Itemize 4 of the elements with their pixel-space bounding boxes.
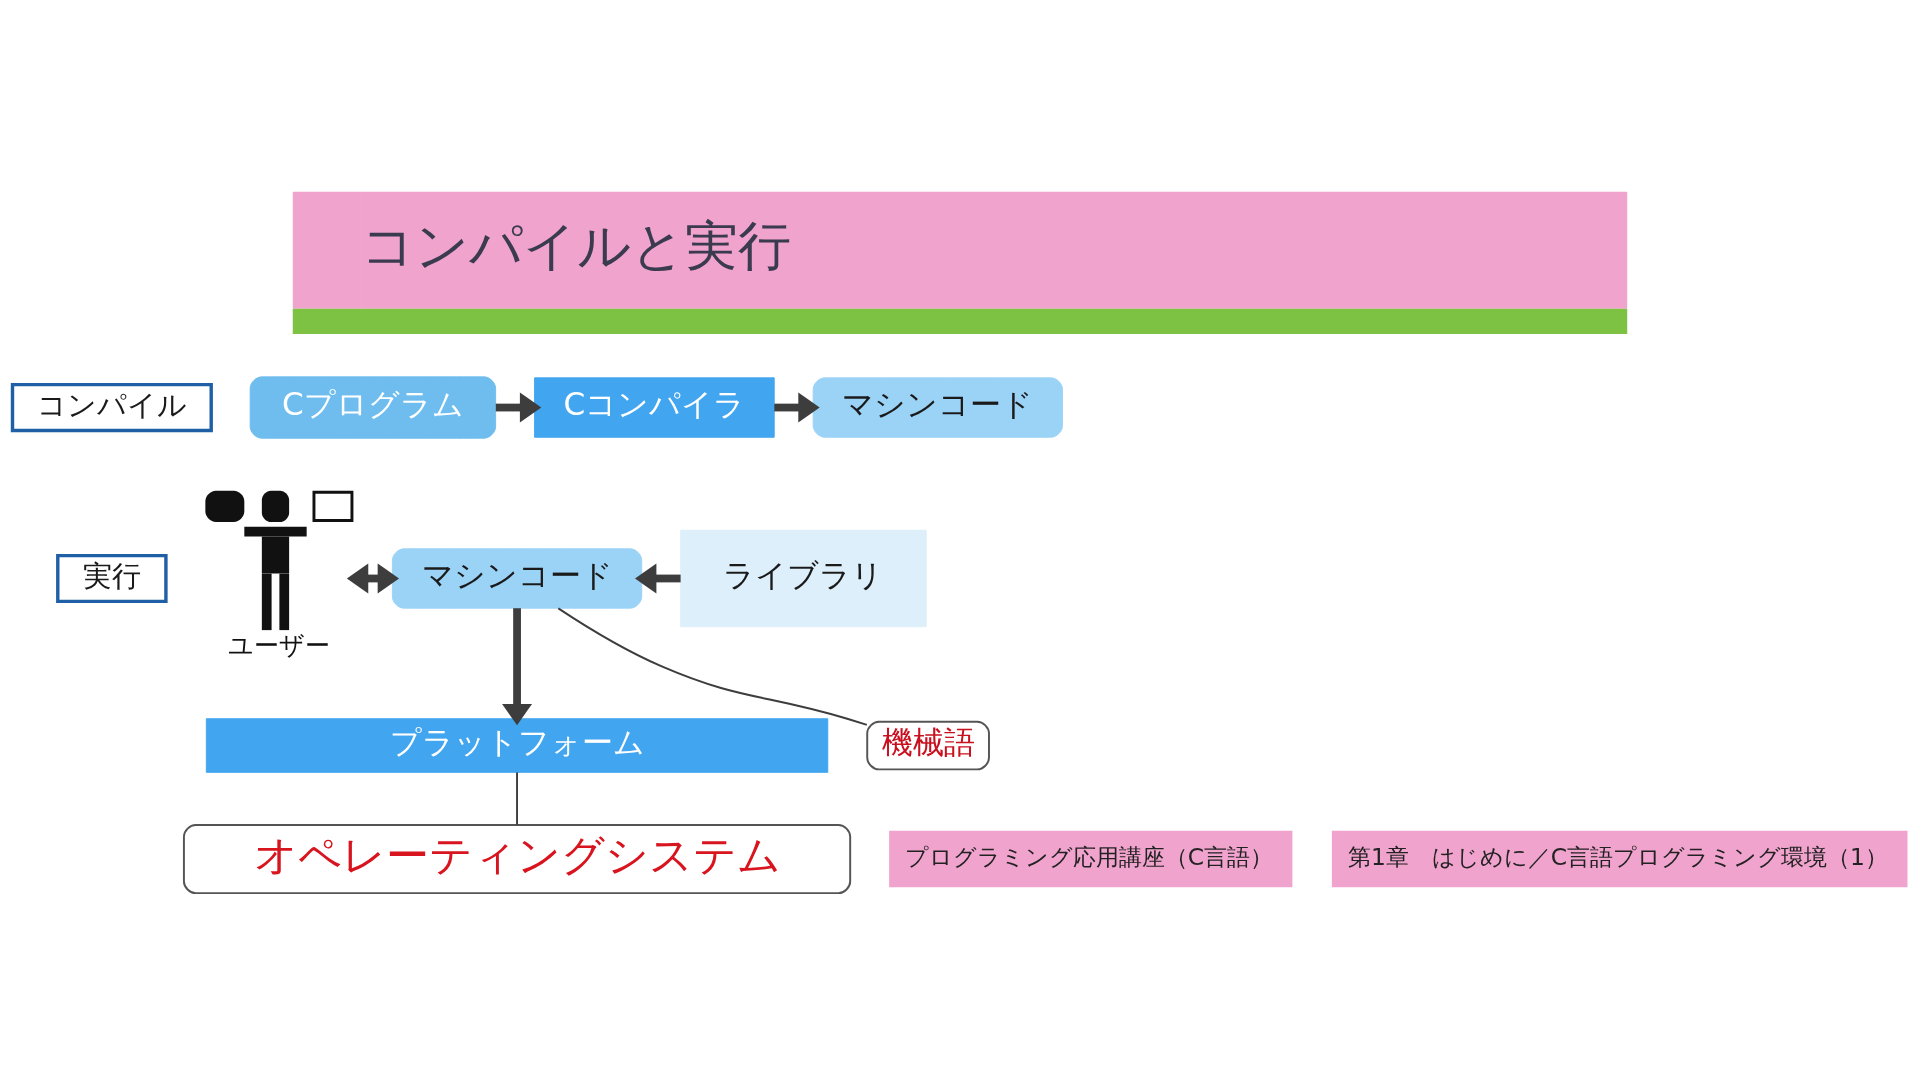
diagram-title: コンパイルと実行 bbox=[360, 214, 791, 276]
label: プログラミング応用講座（C言語） bbox=[904, 842, 1274, 871]
label: 第1章 はじめに／C言語プログラミング環境（1） bbox=[1347, 842, 1888, 871]
node-label: ユーザー bbox=[227, 629, 330, 660]
